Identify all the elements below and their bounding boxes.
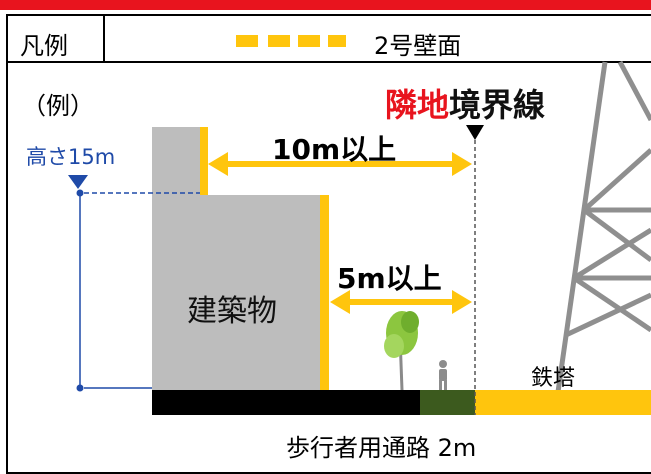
boundary-title-black: 境界線: [449, 86, 546, 124]
height-bottom-dot: [76, 384, 84, 392]
diagram-art: [68, 60, 651, 415]
tower-label: 鉄塔: [531, 366, 576, 391]
tower-brace-top: [617, 60, 651, 122]
upper-distance-label: 10m以上: [272, 133, 397, 166]
tower-brace-lower-1: [564, 292, 651, 338]
legend-wall-label: 2号壁面: [374, 32, 462, 60]
upper-wall-face: [200, 127, 208, 195]
example-label: （例）: [22, 92, 94, 120]
tower-brace-middle-1: [572, 227, 651, 281]
height-label: 高さ15m: [26, 145, 116, 169]
legend-row: [6, 14, 651, 63]
boundary-marker-icon: [466, 125, 484, 140]
lower-distance-label: 5m以上: [337, 262, 442, 295]
building-lower-block: [152, 195, 324, 390]
swatch-dash-3: [298, 35, 320, 47]
building-upper-block: [152, 127, 200, 195]
pedestrian-icon: [439, 360, 447, 390]
boundary-title: 隣地境界線: [385, 80, 545, 126]
tower-brace-upper: [582, 148, 651, 212]
swatch-dash-2: [268, 35, 290, 47]
lower-wall-face: [320, 195, 329, 390]
steel-tower: [555, 60, 651, 393]
legend-label: 凡例: [20, 32, 68, 60]
upper-arrow-left-head: [208, 152, 228, 176]
height-top-dot: [76, 189, 84, 197]
boundary-title-red: 隣地: [385, 86, 450, 124]
upper-arrow-right-head: [452, 152, 472, 176]
tower-brace-middle-2: [582, 207, 651, 263]
walkway-strip: [420, 390, 475, 415]
site-ground: [152, 390, 420, 415]
legend-dashed-line-swatch: [236, 35, 346, 47]
lower-arrow-left-head: [330, 290, 350, 314]
height-marker-icon: [68, 175, 88, 189]
swatch-dash-4: [328, 35, 346, 47]
lower-arrow-right-head: [452, 290, 472, 314]
neighbor-ground: [475, 390, 651, 415]
building-label: 建築物: [187, 294, 277, 329]
tower-brace-lower-2: [572, 275, 651, 333]
legend-divider: [103, 14, 105, 63]
swatch-dash-1: [236, 35, 258, 47]
tower-left-leg: [555, 61, 608, 393]
walkway-label: 歩行者用通路 2m: [286, 434, 477, 462]
top-red-bar: [0, 0, 651, 10]
tree-icon: [384, 311, 419, 391]
